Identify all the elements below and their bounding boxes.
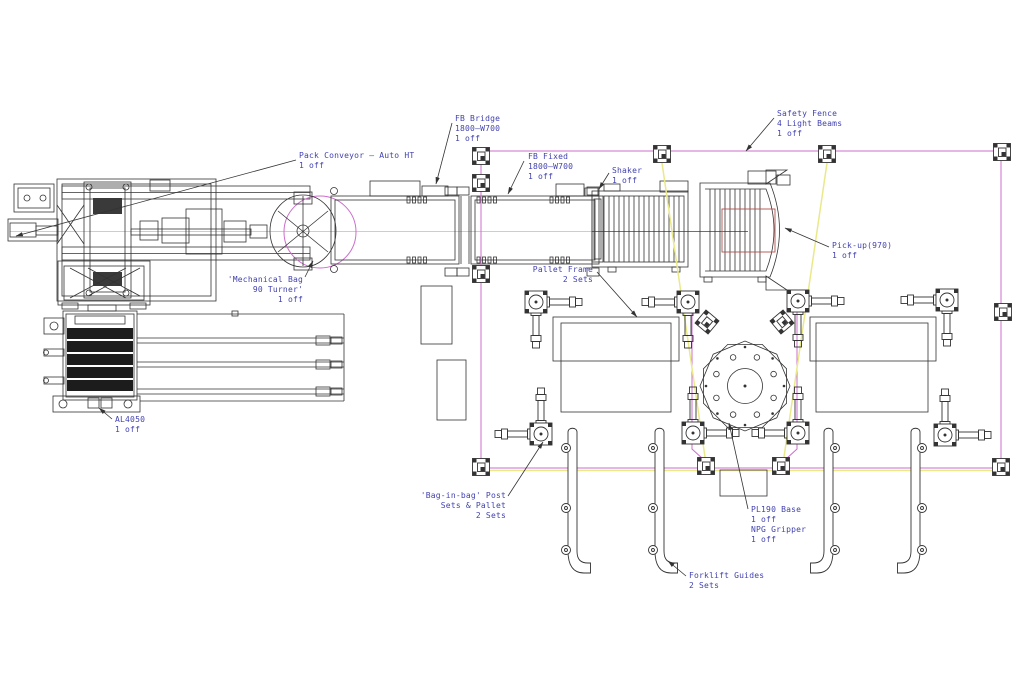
label-fb-fixed: FB Fixed 1800–W700 1 off: [528, 152, 574, 181]
conveyor-joint: [456, 186, 470, 277]
pallet-frame-left: [552, 316, 680, 413]
pallet-frame-right: [809, 316, 937, 413]
spare-stands: [420, 285, 467, 421]
al4050-machine: [43, 310, 345, 413]
label-pack-conveyor: Pack Conveyor – Auto HT 1 off: [299, 151, 415, 170]
fb-bridge-conveyor: [330, 180, 460, 277]
label-pallet-frame: Pallet Frame 2 Sets: [532, 265, 593, 284]
label-forklift-guides: Forklift Guides 2 Sets: [689, 571, 765, 590]
turner-xbrace-unit: [57, 260, 151, 312]
npg-gripper-stand: [719, 469, 768, 497]
pack-conveyor-machine: [7, 178, 311, 302]
fence-posts: [472, 143, 1012, 476]
label-shaker: Shaker 1 off: [612, 166, 643, 185]
label-bag-in-bag: 'Bag-in-bag' Post Sets & Pallet 2 Sets: [420, 491, 506, 520]
label-fb-bridge: FB Bridge 1800–W700 1 off: [455, 114, 501, 143]
safety-fence-lines: [480, 150, 1002, 469]
label-safety-fence: Safety Fence 4 Light Beams 1 off: [777, 109, 843, 138]
shaker-unit: [591, 180, 689, 273]
label-al4050: AL4050 1 off: [115, 415, 146, 434]
pickup-unit: [699, 169, 791, 291]
bag-in-bag-posts: [494, 288, 992, 447]
label-pl190-gripper: PL190 Base 1 off NPG Gripper 1 off: [751, 505, 807, 544]
pl190-robot-base: [699, 340, 791, 432]
bag-turner: [269, 191, 357, 271]
label-pickup: Pick-up(970) 1 off: [832, 241, 893, 260]
fb-fixed-conveyor: [470, 183, 600, 277]
forklift-guides: [561, 427, 927, 574]
label-mechanical-bag-turner: 'Mechanical Bag 90 Turner' 1 off: [227, 275, 303, 304]
leader-lines: [15, 117, 830, 577]
